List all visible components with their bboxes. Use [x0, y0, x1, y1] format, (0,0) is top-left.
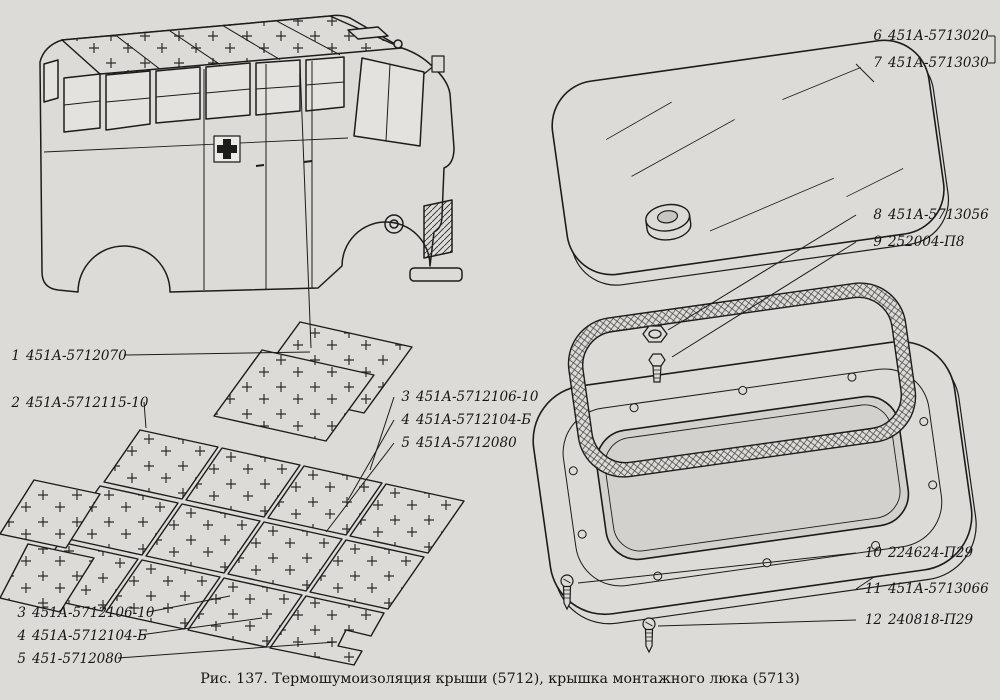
bolt-drawing [648, 353, 666, 383]
roof-insulation-panels [0, 321, 465, 666]
callout-12: 12 240818-П29 [862, 612, 973, 628]
roof-hatch [347, 26, 389, 40]
callout-number: 12 [864, 612, 882, 628]
gasket-drawing [567, 282, 917, 478]
callout-1: 1 451А-5712070 [8, 348, 127, 364]
part-code: 451А-5712104-Б [32, 628, 148, 644]
windshield [353, 57, 425, 147]
callout-number: 3 [401, 389, 410, 405]
callout-9: 9 252004-П8 [862, 234, 964, 250]
callout-3: 3 451А-5712106-10 [398, 389, 538, 405]
grille [423, 199, 453, 259]
part-code: 451А-5713020 [888, 28, 989, 44]
insulation-panel-top2 [213, 349, 375, 442]
part-code: 451А-5712080 [416, 435, 517, 451]
callout-number: 4 [17, 628, 26, 644]
callout-number: 8 [873, 207, 882, 223]
callout-number: 9 [873, 234, 882, 250]
callout-number: 7 [873, 55, 882, 71]
callout-number: 1 [11, 348, 20, 364]
callout-4: 4 451А-5712104-Б [398, 412, 531, 428]
nut-drawing [642, 325, 668, 343]
part-code: 451А-5712104-Б [416, 412, 532, 428]
part-code: 451А-5712106-10 [416, 389, 539, 405]
leader-lines [117, 35, 996, 659]
frame-bolt-holes [568, 372, 938, 581]
callout-3b: 3 451А-5712106-10 [14, 605, 154, 621]
roof-beacon [393, 39, 403, 49]
medical-cross-icon [213, 135, 241, 163]
part-code: 451А-5713066 [888, 581, 989, 597]
bumper [409, 267, 463, 282]
hatch-assembly [532, 39, 977, 653]
callout-number: 4 [401, 412, 410, 428]
part-code: 451А-5712070 [26, 348, 127, 364]
callout-7: 7 451А-5713030 [862, 55, 989, 71]
callout-2: 2 451А-5712115-10 [8, 395, 148, 411]
screw-drawing-2 [642, 617, 656, 653]
part-code: 451А-5713056 [888, 207, 989, 223]
cover-grommet [645, 203, 692, 241]
callout-10: 10 224624-П29 [862, 545, 973, 561]
callout-8: 8 451А-5713056 [862, 207, 989, 223]
figure-caption: Рис. 137. Термошумоизоляция крыши (5712)… [200, 671, 800, 687]
callout-number: 11 [864, 581, 882, 597]
callout-number: 3 [17, 605, 26, 621]
callout-11: 11 451А-5713066 [862, 581, 989, 597]
part-code: 451А-5712115-10 [26, 395, 149, 411]
insulation-strip-left1 [0, 479, 101, 549]
callout-5b: 5 451-5712080 [14, 651, 122, 667]
mirror [431, 55, 445, 73]
part-code: 224624-П29 [888, 545, 974, 561]
callout-6: 6 451А-5713020 [862, 28, 989, 44]
bracket-6-7 [988, 35, 996, 64]
part-code: 451-5712080 [32, 651, 123, 667]
callout-5: 5 451А-5712080 [398, 435, 517, 451]
callout-number: 10 [864, 545, 882, 561]
callout-4b: 4 451А-5712104-Б [14, 628, 147, 644]
van-body-drawing [39, 14, 463, 293]
part-code: 240818-П29 [888, 612, 974, 628]
part-code: 252004-П8 [888, 234, 965, 250]
callout-number: 5 [17, 651, 26, 667]
headlight [384, 214, 404, 234]
callout-number: 6 [873, 28, 882, 44]
callout-number: 2 [11, 395, 20, 411]
insulation-panel-notched [269, 595, 385, 666]
part-code: 451А-5713030 [888, 55, 989, 71]
hatch-cover-drawing [551, 39, 950, 286]
insulation-strip-left2 [0, 543, 95, 613]
part-code: 451А-5712106-10 [32, 605, 155, 621]
callout-number: 5 [401, 435, 410, 451]
